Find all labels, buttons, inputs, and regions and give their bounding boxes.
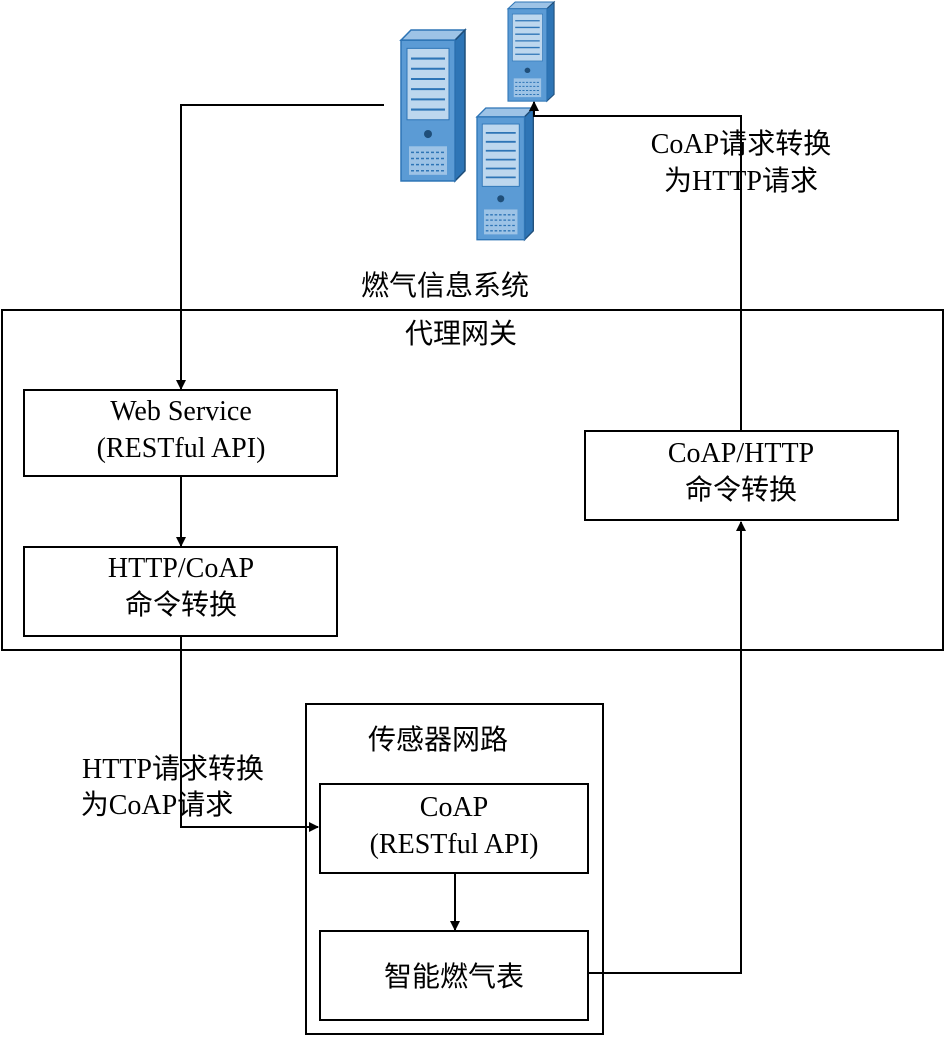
server-icon bbox=[399, 28, 467, 182]
server-cluster bbox=[399, 1, 555, 241]
svg-text:命令转换: 命令转换 bbox=[125, 589, 237, 621]
svg-text:智能燃气表: 智能燃气表 bbox=[384, 961, 524, 993]
gateway-title: 代理网关 bbox=[405, 318, 517, 350]
svg-text:(RESTful API): (RESTful API) bbox=[97, 433, 266, 464]
web-service-box: Web Service (RESTful API) bbox=[23, 389, 338, 477]
svg-text:CoAP/HTTP: CoAP/HTTP bbox=[668, 438, 814, 469]
svg-text:(RESTful API): (RESTful API) bbox=[370, 829, 539, 860]
edge-label-coap-to-http: CoAP请求转换 为HTTP请求 bbox=[651, 128, 831, 197]
http-coap-conversion-box: HTTP/CoAP 命令转换 bbox=[23, 546, 338, 637]
servers-label: 燃气信息系统 bbox=[361, 270, 529, 302]
coap-http-conversion-box: CoAP/HTTP 命令转换 bbox=[584, 430, 899, 521]
connector-coap-http-to-servers bbox=[529, 101, 742, 430]
connector-http-coap-to-coap bbox=[180, 636, 319, 832]
server-icon bbox=[507, 1, 555, 102]
connector-meter-to-coap-http bbox=[589, 521, 746, 974]
svg-text:CoAP: CoAP bbox=[420, 792, 488, 823]
server-icon bbox=[476, 107, 535, 241]
coap-box: CoAP (RESTful API) bbox=[319, 783, 589, 874]
svg-text:为HTTP请求: 为HTTP请求 bbox=[664, 165, 818, 197]
svg-text:HTTP请求转换: HTTP请求转换 bbox=[82, 753, 264, 785]
connector-servers-to-web-service bbox=[176, 104, 384, 390]
svg-text:CoAP请求转换: CoAP请求转换 bbox=[651, 128, 831, 160]
edge-label-http-to-coap: HTTP请求转换 为CoAP请求 bbox=[81, 753, 264, 821]
sensor-network-title: 传感器网路 bbox=[368, 724, 508, 756]
svg-text:为CoAP请求: 为CoAP请求 bbox=[81, 789, 233, 821]
svg-text:HTTP/CoAP: HTTP/CoAP bbox=[108, 553, 254, 584]
smart-gas-meter-box: 智能燃气表 bbox=[319, 930, 589, 1021]
svg-text:命令转换: 命令转换 bbox=[685, 474, 797, 506]
svg-text:Web Service: Web Service bbox=[110, 396, 252, 427]
